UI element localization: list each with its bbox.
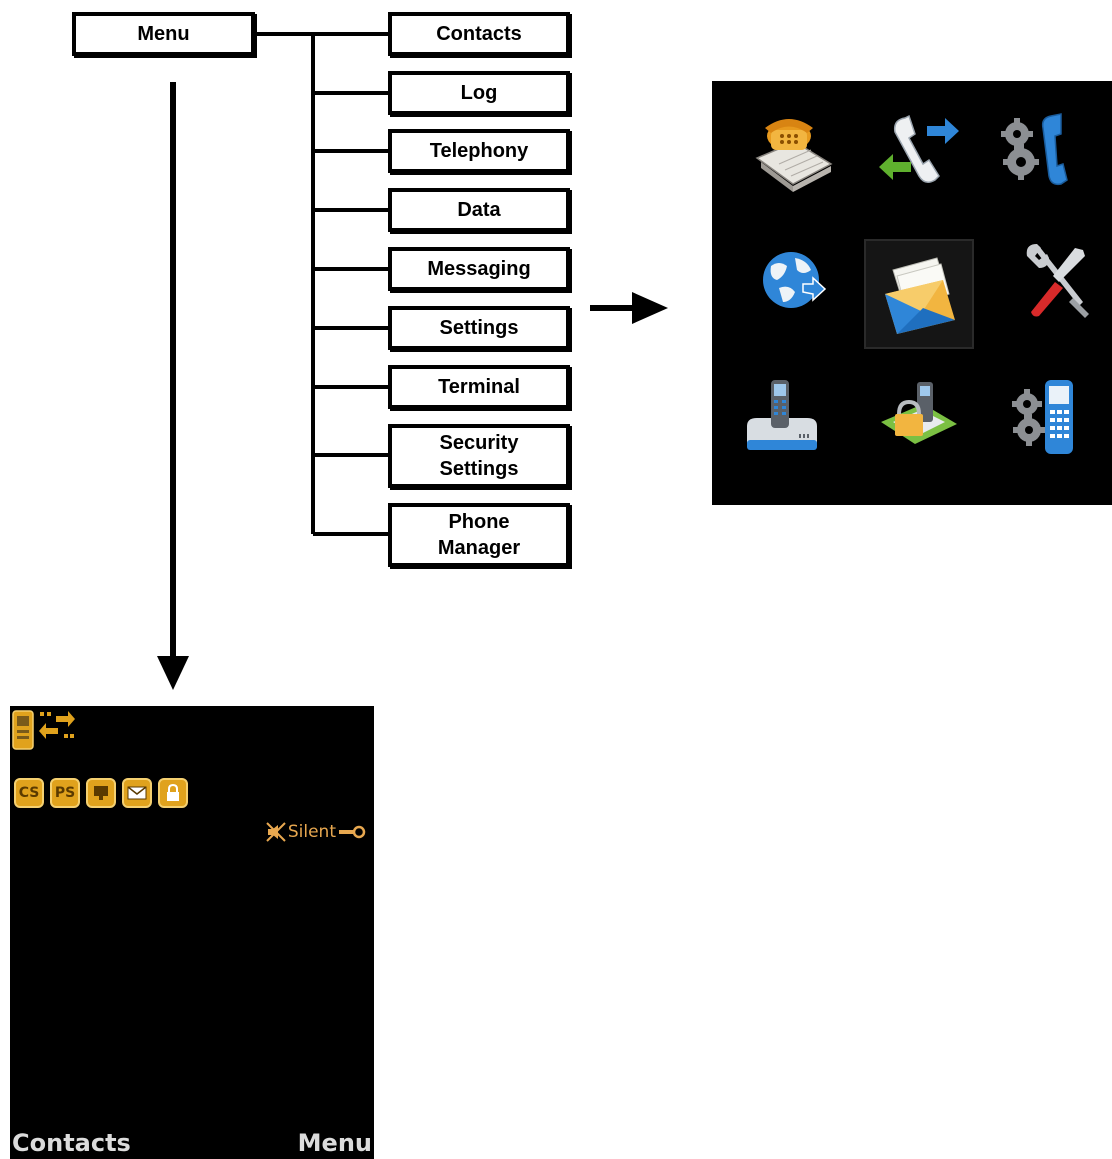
right-arrow-head — [632, 292, 668, 324]
terminal-phone-cradle-icon — [747, 380, 817, 450]
menu-item-phone-manager[interactable]: Phone Manager — [388, 503, 570, 567]
grid-cell-phone-manager[interactable] — [994, 363, 1104, 473]
down-arrow-head — [157, 656, 189, 690]
cs-icon: CS — [14, 778, 44, 808]
message-icon — [122, 778, 152, 808]
messaging-envelope-icon — [885, 257, 955, 334]
key-icon — [339, 825, 366, 839]
status-bar — [12, 710, 76, 750]
grid-cell-contacts[interactable] — [738, 95, 848, 205]
softkey-left-contacts[interactable]: Contacts — [12, 1129, 131, 1157]
menu-item-data[interactable]: Data — [388, 188, 570, 232]
menu-item-log[interactable]: Log — [388, 71, 570, 115]
profile-indicator: Silent — [266, 822, 366, 842]
data-globe-icon — [763, 252, 827, 308]
menu-item-settings[interactable]: Settings — [388, 306, 570, 350]
ps-icon: PS — [50, 778, 80, 808]
menu-item-security-settings[interactable]: Security Settings — [388, 424, 570, 488]
lock-icon — [158, 778, 188, 808]
menu-item-contacts[interactable]: Contacts — [388, 12, 570, 56]
menu-icon-grid — [712, 81, 1112, 505]
phone-manager-gears-icon — [1012, 380, 1073, 454]
security-padlock-phone-icon — [881, 382, 957, 444]
menu-root-box[interactable]: Menu — [72, 12, 255, 56]
phone-home-screen: CS PS Silent Contacts Menu — [10, 706, 374, 1159]
grid-cell-log[interactable] — [864, 95, 974, 205]
menu-item-telephony[interactable]: Telephony — [388, 129, 570, 173]
silent-speaker-icon — [266, 822, 286, 842]
phone-battery-icon — [12, 710, 34, 750]
menu-item-messaging[interactable]: Messaging — [388, 247, 570, 291]
grid-cell-terminal[interactable] — [726, 363, 836, 473]
telephony-settings-icon — [1001, 113, 1068, 186]
data-transfer-arrows-icon — [39, 711, 75, 739]
grid-cell-data[interactable] — [738, 225, 848, 335]
grid-cell-security[interactable] — [864, 363, 974, 473]
call-log-arrows-icon — [879, 114, 959, 183]
grid-cell-settings[interactable] — [1002, 225, 1112, 335]
softkey-right-menu[interactable]: Menu — [297, 1129, 372, 1157]
network-icon — [86, 778, 116, 808]
grid-cell-telephony[interactable] — [982, 95, 1092, 205]
menu-item-terminal[interactable]: Terminal — [388, 365, 570, 409]
profile-name: Silent — [287, 822, 336, 842]
contacts-book-phone-icon — [755, 119, 833, 192]
settings-tools-icon — [1026, 244, 1089, 318]
grid-cell-messaging[interactable] — [864, 239, 974, 349]
indicator-row: CS PS — [14, 778, 188, 808]
